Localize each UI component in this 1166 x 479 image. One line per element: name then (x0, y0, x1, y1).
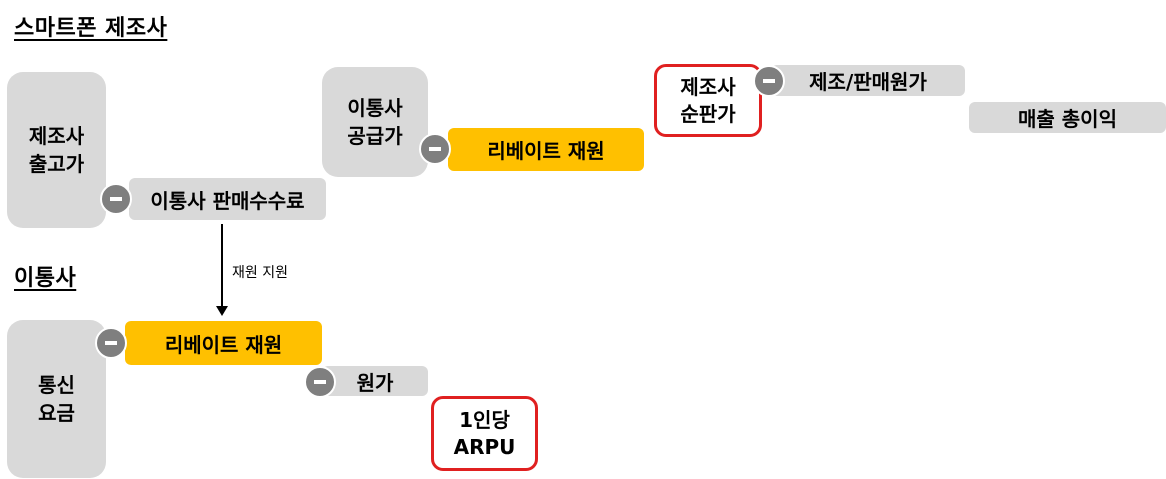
arrow-down-icon (216, 306, 228, 316)
section-heading-manufacturer: 스마트폰 제조사 (14, 16, 168, 41)
minus-circle-icon (95, 327, 127, 359)
carrier-fee-box: 통신 요금 (7, 320, 106, 478)
section-heading-carrier: 이통사 (14, 266, 77, 291)
carrier-supply-price-box: 이통사 공급가 (322, 67, 428, 177)
minus-circle-icon (419, 133, 451, 165)
minus-circle-icon (100, 183, 132, 215)
rebate-funding-bar-top: 리베이트 재원 (448, 128, 644, 171)
maker-release-price-box: 제조사 출고가 (7, 72, 106, 228)
mfg-sales-cost-bar: 제조/판매원가 (771, 65, 965, 96)
maker-net-price-box: 제조사 순판가 (654, 64, 762, 137)
carrier-sales-commission-bar: 이통사 판매수수료 (129, 178, 326, 220)
arrow-line (221, 224, 223, 308)
gross-profit-bar: 매출 총이익 (969, 102, 1166, 133)
cost-bar: 원가 (322, 366, 428, 396)
arpu-box: 1인당 ARPU (431, 396, 538, 471)
rebate-funding-bar-bottom: 리베이트 재원 (125, 321, 322, 365)
minus-circle-icon (304, 366, 336, 398)
arrow-label: 재원 지원 (232, 265, 288, 281)
minus-circle-icon (753, 65, 785, 97)
